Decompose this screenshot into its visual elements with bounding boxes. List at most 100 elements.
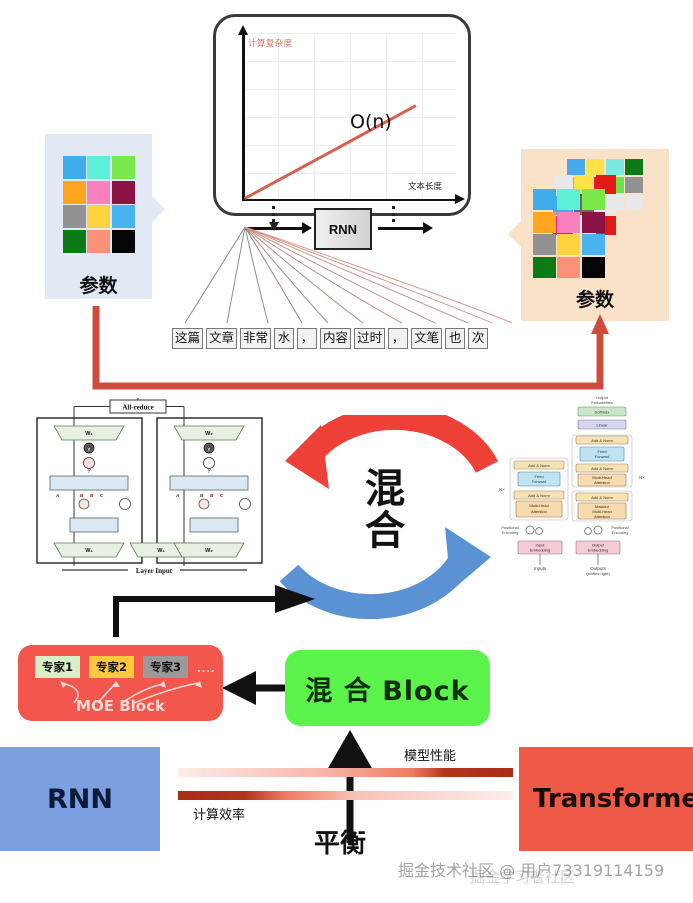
svg-text:N×: N×	[499, 487, 505, 492]
model-performance-label: 模型性能	[404, 749, 457, 764]
svg-text:Multi-Head: Multi-Head	[529, 503, 548, 508]
svg-text:B: B	[90, 493, 94, 498]
svg-text:Linear: Linear	[596, 423, 608, 428]
complexity-chart-plot: 计算复杂度 文本长度 O(n)	[238, 25, 465, 203]
svg-text:Positional: Positional	[611, 525, 628, 530]
token-attention-fan	[184, 226, 513, 324]
svg-text:B: B	[210, 493, 214, 498]
svg-text:Multi-Head: Multi-Head	[592, 509, 611, 514]
svg-text:g: g	[88, 446, 90, 451]
hybrid-char-1: 混	[365, 466, 405, 512]
parameter-cell	[625, 176, 643, 193]
svg-text:Add & Norm: Add & Norm	[591, 466, 613, 471]
parameter-color-grid-stack-right	[532, 159, 658, 278]
compute-efficiency-bar	[178, 791, 513, 800]
svg-text:Feed: Feed	[534, 474, 543, 479]
moe-to-cycle-connector	[113, 585, 315, 637]
parameter-cell	[62, 205, 86, 228]
model-performance-bar	[178, 768, 513, 777]
balance-label: 平衡	[314, 829, 367, 859]
moe-block[interactable]: 专家1 专家2 专家3 .... MOE Block	[18, 645, 223, 721]
token-item: 也	[445, 328, 466, 349]
svg-text:Positional: Positional	[501, 525, 518, 530]
chart-y-axis	[238, 25, 247, 201]
svg-text:Feed: Feed	[597, 449, 606, 454]
chart-y-axis-label: 计算复杂度	[248, 38, 293, 48]
svg-text:W₁: W₁	[85, 431, 93, 437]
svg-text:(shifted right): (shifted right)	[586, 571, 610, 576]
hybrid-block[interactable]: 混 合 Block	[285, 650, 490, 726]
parameters-box-left: 参数	[45, 134, 165, 299]
chart-annotation-on: O(n)	[350, 111, 392, 133]
parameter-grid-layer-1	[532, 189, 605, 278]
balance-to-hybrid-arrow	[327, 730, 373, 843]
expert-ellipsis: ....	[197, 659, 216, 675]
token-item: 非常	[240, 328, 272, 349]
svg-text:A: A	[55, 493, 59, 498]
svg-text:B: B	[80, 493, 84, 498]
parameter-cell	[87, 156, 110, 179]
rnn-bottom-box: RNN	[0, 747, 160, 851]
token-item: ，	[297, 328, 318, 349]
parameter-color-grid-left	[62, 156, 135, 253]
svg-text:g: g	[208, 446, 210, 451]
parameter-cell	[62, 180, 86, 204]
hybrid-center-label: 混 合	[345, 455, 425, 565]
parameter-cell	[566, 159, 585, 175]
tensor-parallel-diagram: All-reduce W₁ g Y A B B C W₁ W₁ W₂ g	[36, 398, 263, 575]
parameter-cell	[581, 256, 605, 278]
watermark-primary: 掘金技术社区 @ 用户73319114159	[398, 861, 665, 880]
parameter-cell	[557, 234, 580, 255]
complexity-chart-card: 计算复杂度 文本长度 O(n)	[213, 14, 471, 216]
svg-text:Layer Input: Layer Input	[136, 567, 173, 575]
rnn-output-arrow	[378, 222, 433, 234]
parameter-cell	[557, 256, 580, 278]
expert-item-1[interactable]: 专家1	[35, 656, 81, 678]
red-parameter-connector	[92, 306, 609, 390]
svg-text:Output: Output	[596, 395, 609, 400]
svg-text:Add & Norm: Add & Norm	[528, 493, 550, 498]
moe-block-caption: MOE Block	[76, 697, 165, 715]
parameter-cell	[605, 159, 624, 175]
svg-text:Add & Norm: Add & Norm	[528, 463, 550, 468]
svg-text:C: C	[100, 493, 104, 498]
transformer-bottom-box: Transformer	[519, 747, 693, 851]
token-item: 文笔	[411, 328, 443, 349]
token-item: 次	[468, 328, 489, 349]
parameter-cell	[532, 211, 556, 233]
svg-text:Attention: Attention	[531, 509, 547, 514]
parameter-cell	[581, 211, 605, 233]
parameter-cell	[557, 189, 580, 210]
svg-text:Multi-Head: Multi-Head	[592, 475, 611, 480]
svg-text:A: A	[175, 493, 179, 498]
parameter-cell	[62, 229, 86, 253]
parameter-cell	[87, 229, 110, 253]
parameter-cell	[87, 205, 110, 228]
svg-text:Embedding: Embedding	[588, 548, 608, 553]
svg-text:Forward: Forward	[595, 454, 610, 459]
svg-text:Inputs: Inputs	[534, 566, 547, 571]
chart-x-axis-label: 文本长度	[407, 181, 442, 191]
parameter-cell	[62, 156, 86, 179]
callout-pointer-left	[152, 196, 165, 222]
parameters-label-right: 参数	[575, 289, 614, 311]
token-item: 过时	[354, 328, 386, 349]
svg-text:B: B	[200, 493, 204, 498]
expert-item-3[interactable]: 专家3	[143, 656, 189, 678]
parameters-box-right: 参数	[508, 149, 669, 321]
parameter-cell	[557, 211, 580, 233]
rnn-cell: RNN	[314, 208, 372, 250]
hybrid-cycle-arrows	[279, 415, 499, 620]
svg-text:C: C	[220, 493, 224, 498]
svg-text:Softmax: Softmax	[595, 410, 610, 415]
svg-text:All-reduce: All-reduce	[122, 404, 153, 412]
svg-text:Outputs: Outputs	[590, 566, 607, 571]
hybrid-to-moe-arrow	[222, 671, 292, 705]
token-item: 这篇	[172, 328, 204, 349]
expert-item-2[interactable]: 专家2	[89, 656, 135, 678]
rnn-hidden-state-dotted-arrow	[269, 206, 279, 231]
svg-text:Y: Y	[207, 469, 211, 475]
svg-text:W₂: W₂	[205, 548, 213, 554]
svg-text:W₁: W₁	[85, 548, 93, 554]
svg-text:W₁: W₁	[157, 548, 165, 554]
